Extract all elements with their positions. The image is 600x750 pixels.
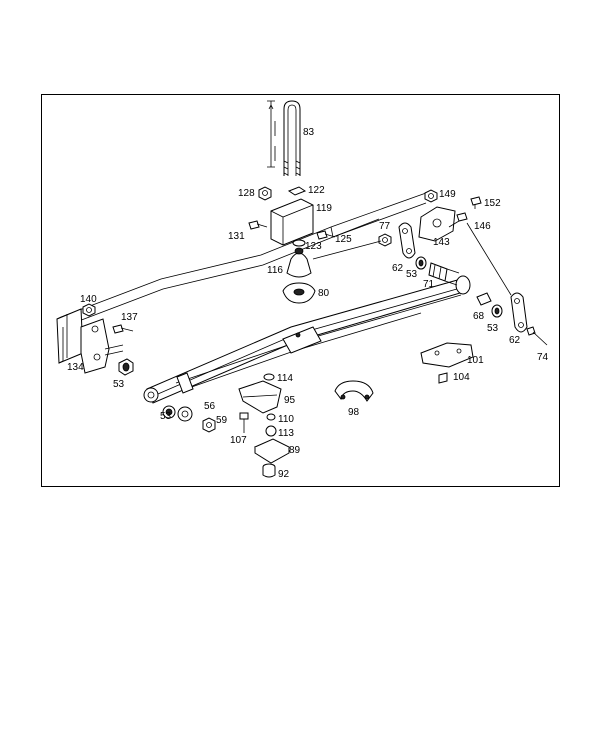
u-bolt [267, 100, 301, 176]
nut [424, 189, 438, 203]
shackle-plate [510, 292, 528, 333]
washer [177, 406, 193, 422]
bump-stop-mount [282, 282, 316, 304]
part-labels: 83 128 122 119 131 123 125 116 80 149 15… [67, 127, 549, 480]
bolt [526, 326, 548, 346]
rubber-cap [438, 372, 448, 384]
part-label: 53 [160, 411, 172, 422]
bolt [112, 324, 134, 334]
part-label: 128 [238, 188, 255, 199]
bolt [470, 196, 482, 209]
spring-plate [238, 380, 282, 414]
part-label: 152 [484, 198, 501, 209]
bushing [476, 292, 492, 306]
washer [263, 373, 275, 381]
part-label: 59 [216, 415, 228, 426]
rear-spring-exploded-diagram: 83 128 122 119 131 123 125 116 80 149 15… [56, 100, 549, 480]
part-label: 119 [316, 203, 332, 214]
spring-pad [253, 438, 291, 464]
part-label: 149 [439, 189, 456, 200]
part-label: 101 [467, 355, 484, 366]
part-label: 83 [303, 127, 315, 138]
nut [258, 186, 272, 201]
nut [82, 303, 96, 317]
part-label: 92 [278, 469, 290, 480]
part-label: 95 [284, 395, 296, 406]
diagram-frame: 83 128 122 119 131 123 125 116 80 149 15… [41, 94, 560, 487]
part-label: 53 [406, 269, 418, 280]
part-label: 71 [423, 279, 435, 290]
washer [287, 186, 307, 196]
frame-rail [60, 192, 427, 328]
bushing [265, 425, 277, 437]
bolt [248, 220, 268, 230]
washer [292, 239, 306, 247]
shackle-pin [428, 262, 460, 286]
bushing [491, 304, 503, 318]
part-label: 110 [278, 414, 294, 425]
part-label: 137 [121, 312, 138, 323]
part-label: 53 [487, 323, 499, 334]
bushing [118, 358, 134, 376]
part-label: 62 [392, 263, 404, 274]
part-label: 143 [433, 237, 450, 248]
part-label: 125 [335, 234, 352, 245]
part-label: 122 [308, 185, 325, 196]
part-label: 140 [80, 294, 97, 305]
part-label: 53 [113, 379, 125, 390]
spring-hanger-bracket [80, 318, 124, 374]
shackle-bracket [418, 206, 456, 242]
bump-stop [286, 247, 312, 278]
bushing [162, 405, 176, 419]
part-label: 104 [453, 372, 470, 383]
part-label: 123 [305, 241, 322, 252]
bolt [448, 212, 468, 228]
mounting-bracket [420, 342, 474, 368]
part-label: 80 [318, 288, 330, 299]
bolt [239, 412, 249, 433]
rubber-cap [262, 463, 276, 478]
saddle-clamp [334, 380, 374, 402]
part-label: 107 [230, 435, 247, 446]
part-label: 146 [474, 221, 491, 232]
part-label: 134 [67, 362, 84, 373]
alignment-lines [312, 218, 512, 296]
part-label: 56 [204, 401, 216, 412]
nut [378, 233, 392, 247]
part-label: 89 [289, 445, 301, 456]
part-label: 77 [379, 221, 391, 232]
part-label: 98 [348, 407, 360, 418]
part-label: 62 [509, 335, 521, 346]
bump-stop-bracket [270, 198, 314, 246]
part-label: 74 [537, 352, 549, 363]
part-label: 131 [228, 231, 245, 242]
frame-end-bracket [56, 308, 84, 364]
bushing [415, 256, 427, 270]
part-label: 114 [277, 373, 293, 384]
nut [202, 417, 216, 433]
part-label: 113 [278, 428, 294, 439]
part-label: 116 [267, 265, 283, 276]
washer [266, 413, 276, 421]
leaf-spring [143, 275, 471, 404]
shackle-plate [398, 222, 416, 259]
part-label: 68 [473, 311, 485, 322]
